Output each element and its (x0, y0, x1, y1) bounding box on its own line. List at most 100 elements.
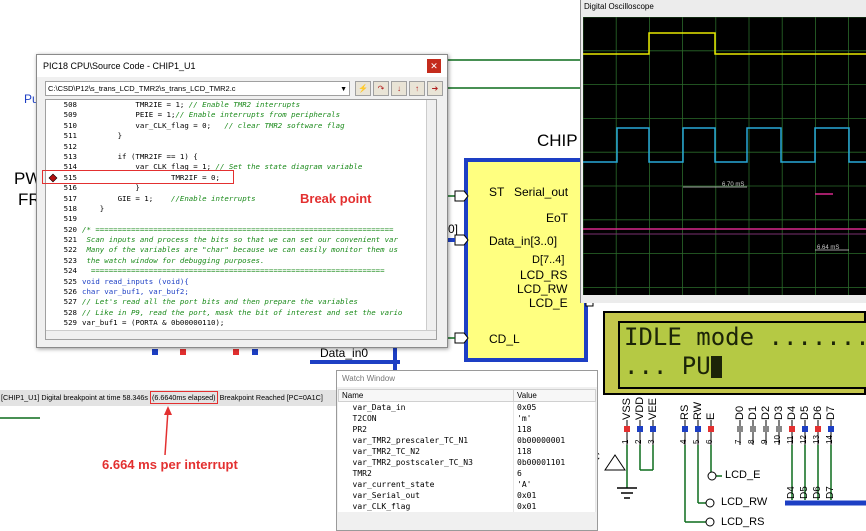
code-line[interactable]: 513 if (TMR2IF == 1) { (46, 152, 436, 162)
step-over-icon[interactable]: ↷ (373, 81, 389, 96)
step-into-icon[interactable]: ↓ (391, 81, 407, 96)
code-line[interactable]: 527// Let's read all the port bits and t… (46, 297, 436, 307)
code-line[interactable]: 523 the watch window for debugging purpo… (46, 256, 436, 266)
line-number: 516 (63, 183, 77, 193)
pin-lcd-rs: LCD_RS (520, 268, 568, 282)
step-out-icon[interactable]: ↑ (409, 81, 425, 96)
bus-fragment: 0] (448, 222, 459, 236)
code-line[interactable]: 528 // Like in P9, read the port, mask th… (46, 308, 436, 318)
code-line[interactable]: 508 TMR2IE = 1; // Enable TMR2 interrupt… (46, 100, 436, 110)
elapsed-time-highlight: (6.6640ms elapsed) (150, 391, 218, 404)
code-line[interactable]: 514 var_CLK_flag = 1; // Set the state d… (46, 162, 436, 172)
pin-cd-l: CD_L (489, 332, 520, 346)
source-code-view[interactable]: 508 TMR2IE = 1; // Enable TMR2 interrupt… (45, 99, 437, 340)
watch-row[interactable]: var_current_state'A' (338, 479, 596, 490)
code-comment: Many of the variables are "char" because… (82, 245, 398, 255)
line-number: 527 (63, 297, 77, 307)
lcd-pin-number: 11 (786, 435, 795, 444)
net-lcd-rw: LCD_RW (721, 496, 768, 508)
code-text: var_CLK_flag = 1; (82, 162, 212, 172)
run-icon[interactable]: ⚡ (355, 81, 371, 96)
interrupt-annotation: 6.664 ms per interrupt (102, 457, 238, 472)
lcd-pin-label: D6 (812, 405, 824, 420)
code-line[interactable]: 515 TMR2IF = 0; (46, 173, 436, 183)
watch-header-name[interactable]: Name (338, 389, 514, 402)
watch-variable-value: 118 (513, 424, 596, 435)
code-line[interactable]: 520/* ==================================… (46, 225, 436, 235)
osc-measure-2: 6.64 mS (817, 245, 839, 251)
chevron-down-icon: ▼ (340, 86, 347, 93)
line-number: 514 (63, 162, 77, 172)
code-text: GIE = 1; (82, 193, 154, 203)
line-number: 529 (63, 318, 77, 328)
lcd-pin-label: D4 (786, 405, 798, 420)
oscilloscope-screen: 6.70 mS 6.64 mS (583, 17, 866, 295)
lcd-pin-label: D1 (747, 405, 759, 420)
code-text: TMR2IF = 0; (82, 172, 220, 182)
lcd-line-2: ... PU (624, 352, 866, 381)
watch-variable-name: var_Serial_out (338, 490, 514, 501)
breakpoint-icon[interactable] (48, 173, 58, 183)
source-window-titlebar[interactable]: PIC18 CPU\Source Code - CHIP1_U1 ✕ (37, 55, 447, 77)
vertical-scrollbar[interactable] (426, 100, 436, 339)
code-line[interactable]: 521 Scan inputs and process the bits so … (46, 235, 436, 245)
label-pu: Pu (24, 92, 39, 106)
code-comment: //Enable interrupts (153, 193, 256, 203)
code-comment: // Enable interrupts from peripherals (175, 110, 341, 120)
source-file-path: C:\CSD\P12\s_trans_LCD_TMR2\s_trans_LCD_… (48, 84, 236, 93)
lcd-pin-label: D3 (773, 405, 785, 420)
code-line[interactable]: 517 GIE = 1; //Enable interrupts (46, 194, 436, 204)
oscilloscope-window[interactable]: Digital Oscilloscope 6.70 mS 6.64 mS (580, 0, 866, 303)
status-prefix: [CHIP1_U1] Digital breakpoint at time 58… (1, 393, 149, 402)
code-line[interactable]: 522 Many of the variables are "char" bec… (46, 245, 436, 255)
code-line[interactable]: 516 } (46, 183, 436, 193)
lcd-pin-number: 6 (705, 439, 714, 444)
line-number: 528 (63, 307, 77, 317)
line-number: 519 (63, 214, 77, 224)
source-code-window[interactable]: PIC18 CPU\Source Code - CHIP1_U1 ✕ C:\CS… (36, 54, 448, 348)
code-comment: ========================================… (82, 266, 385, 276)
code-line[interactable]: 511 } (46, 131, 436, 141)
run-to-cursor-icon[interactable]: ➔ (427, 81, 443, 96)
close-icon[interactable]: ✕ (427, 59, 441, 73)
code-line[interactable]: 524 ====================================… (46, 266, 436, 276)
pin-d-bus: D[7..4] (532, 254, 565, 266)
watch-variable-name: var_TMR2_postscaler_TC_N3 (338, 457, 514, 468)
lcd-pin-number: 7 (734, 439, 743, 444)
code-text: TMR2IE = 1; (82, 100, 185, 109)
code-line[interactable]: 525 void read_inputs (void){ (46, 277, 436, 287)
watch-window-title: Watch Window (337, 371, 597, 387)
lcd-pin-number: 12 (799, 435, 808, 444)
watch-row[interactable]: T2CON'm' (338, 413, 596, 424)
watch-variable-value: 0x01 (513, 501, 596, 512)
line-number: 525 (63, 276, 77, 286)
code-text: void read_inputs (void){ (82, 276, 189, 286)
horizontal-scrollbar[interactable] (46, 330, 436, 339)
code-line[interactable]: 510 var_CLK_flag = 0; // clear TMR2 soft… (46, 121, 436, 131)
source-file-select[interactable]: C:\CSD\P12\s_trans_LCD_TMR2\s_trans_LCD_… (45, 81, 350, 96)
net-lcd-rs: LCD_RS (721, 516, 765, 528)
code-line[interactable]: 518 } (46, 204, 436, 214)
code-comment: /* =====================================… (82, 224, 394, 234)
breakpoint-highlight-box (42, 170, 234, 184)
line-number: 510 (63, 120, 77, 130)
code-line[interactable]: 509 PEIE = 1;// Enable interrupts from p… (46, 110, 436, 120)
code-comment: // Like in P9, read the port, mask the b… (82, 307, 403, 317)
code-line[interactable]: 519 (46, 214, 436, 224)
code-line[interactable]: 512 (46, 142, 436, 152)
watch-header-value[interactable]: Value (513, 389, 596, 402)
line-number: 517 (63, 193, 77, 203)
code-text: } (82, 183, 140, 193)
lcd-pin-number: 13 (812, 435, 821, 444)
